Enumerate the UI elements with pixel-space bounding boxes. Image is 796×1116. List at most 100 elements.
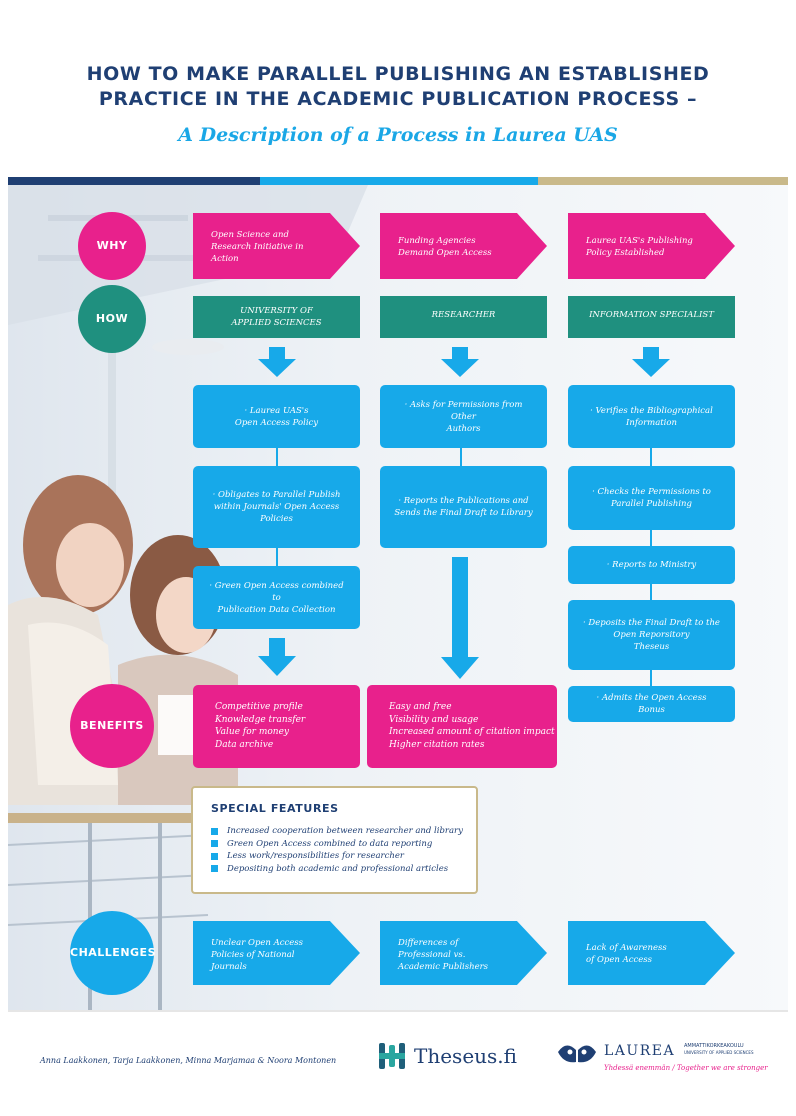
laurea-tagline: Yhdessä enemmän / Together we are strong… xyxy=(604,1064,768,1072)
why-circle: WHY xyxy=(78,212,146,280)
benefits-university: Competitive profile Knowledge transfer V… xyxy=(193,685,360,768)
connector-line xyxy=(650,530,652,546)
why-3-line-1: Laurea UAS's Publishing xyxy=(586,236,693,246)
theseus-logo: Theseus.fi xyxy=(376,1040,517,1072)
poster-subtitle: A Description of a Process in Laurea UAS xyxy=(178,124,618,146)
special-feature-text: Less work/responsibilities for researche… xyxy=(227,851,404,861)
benefit-1-line-3: Value for money xyxy=(215,727,289,737)
down-arrow-icon xyxy=(632,347,670,377)
benefit-2-line-3: Increased amount of citation impact xyxy=(389,727,555,737)
specialist-reports-ministry: · Reports to Ministry xyxy=(568,546,735,584)
connector-line xyxy=(650,670,652,686)
why-laurea-policy: Laurea UAS's Publishing Policy Establish… xyxy=(568,213,735,279)
laurea-logo: LAUREA AMMATTIKORKEAKOULU UNIVERSITY OF … xyxy=(556,1040,768,1076)
laurea-sub-1: AMMATTIKORKEAKOULU xyxy=(684,1043,744,1049)
col3-1-line-2: Information xyxy=(625,417,677,428)
laurea-mark-icon xyxy=(558,1045,596,1063)
col2-1-line-1: · Asks for Permissions from Other xyxy=(404,399,523,422)
col1-2-line-2: within Journals' Open Access xyxy=(213,502,340,512)
title-line-2: PRACTICE IN THE ACADEMIC PUBLICATION PRO… xyxy=(98,88,698,110)
challenge-1-line-3: Journals xyxy=(211,962,247,972)
how-1-line-2: APPLIED SCIENCES xyxy=(231,318,322,328)
col1-1-line-1: · Laurea UAS's xyxy=(244,405,309,416)
challenge-1-line-1: Unclear Open Access xyxy=(211,938,304,948)
special-feature-item: Depositing both academic and professiona… xyxy=(211,863,476,876)
challenge-2-line-1: Differences of xyxy=(398,938,459,948)
col2-1-line-2: Authors xyxy=(446,423,481,434)
long-down-arrow-icon xyxy=(441,557,479,679)
laurea-sub-2: UNIVERSITY OF APPLIED SCIENCES xyxy=(684,1050,754,1055)
authors: Anna Laakkonen, Tarja Laakkonen, Minna M… xyxy=(40,1056,337,1065)
special-feature-item: Increased cooperation between researcher… xyxy=(211,825,476,838)
benefits-researcher: Easy and free Visibility and usage Incre… xyxy=(367,685,557,768)
stripe-blue xyxy=(260,177,538,185)
bullet-square-icon xyxy=(211,852,218,860)
col2-2-line-2: Sends the Final Draft to Library xyxy=(394,508,533,518)
col3-2-line-1: · Checks the Permissions to xyxy=(592,487,711,497)
special-feature-item: Green Open Access combined to data repor… xyxy=(211,838,476,851)
specialist-admits-bonus: · Admits the Open Access Bonus xyxy=(568,686,735,722)
how-2-line-1: RESEARCHER xyxy=(431,310,496,320)
connector-line xyxy=(650,448,652,468)
col1-3-line-1: · Green Open Access combined to xyxy=(209,580,344,603)
why-3-line-2: Policy Established xyxy=(586,248,665,258)
col3-3-line-1: · Reports to Ministry xyxy=(606,560,697,570)
why-2-line-2: Demand Open Access xyxy=(398,248,492,258)
connector-line xyxy=(460,448,462,468)
bullet-square-icon xyxy=(211,865,218,873)
col3-4-line-1: · Deposits the Final Draft to the xyxy=(583,618,720,628)
col3-4-line-2: Open Reporsitory xyxy=(613,630,690,640)
why-1-line-2: Research Initiative in xyxy=(211,242,304,252)
down-arrow-icon xyxy=(258,347,296,377)
challenge-lack-of-awareness: Lack of Awareness of Open Access xyxy=(568,921,735,985)
special-features-panel: SPECIAL FEATURES Increased cooperation b… xyxy=(191,786,478,894)
col3-5-line-1: · Admits the Open Access Bonus xyxy=(596,693,707,715)
why-1-line-1: Open Science and xyxy=(211,230,289,240)
special-feature-text: Green Open Access combined to data repor… xyxy=(227,838,433,849)
theseus-mark-icon xyxy=(379,1043,405,1069)
how-information-specialist: INFORMATION SPECIALIST xyxy=(568,296,735,338)
special-features-title: SPECIAL FEATURES xyxy=(211,802,339,815)
why-2-line-1: Funding Agencies xyxy=(398,236,476,246)
challenge-3-line-2: of Open Access xyxy=(586,955,652,965)
challenge-unclear-policies: Unclear Open Access Policies of National… xyxy=(193,921,360,985)
why-funding-agencies: Funding Agencies Demand Open Access xyxy=(380,213,547,279)
stripe-gold xyxy=(538,177,788,185)
why-open-science: Open Science and Research Initiative in … xyxy=(193,213,360,279)
why-1-line-3: Action xyxy=(211,254,239,264)
connector-line xyxy=(650,584,652,600)
special-feature-text: Depositing both academic and professiona… xyxy=(227,863,449,874)
col3-1-line-1: · Verifies the Bibliographical xyxy=(590,405,713,416)
challenge-1-line-2: Policies of National xyxy=(211,950,295,960)
down-arrow-icon xyxy=(441,347,479,377)
stripe-navy xyxy=(8,177,260,185)
benefit-1-line-1: Competitive profile xyxy=(215,702,303,712)
bullet-square-icon xyxy=(211,827,218,835)
challenge-3-line-1: Lack of Awareness xyxy=(586,943,667,953)
benefit-1-line-2: Knowledge transfer xyxy=(215,714,306,725)
poster-title: HOW TO MAKE PARALLEL PUBLISHING AN ESTAB… xyxy=(40,62,756,112)
benefit-2-line-4: Higher citation rates xyxy=(389,739,485,750)
how-researcher: RESEARCHER xyxy=(380,296,547,338)
bullet-square-icon xyxy=(211,840,218,848)
col3-4-line-3: Theseus xyxy=(633,642,670,652)
col1-1-line-2: Open Access Policy xyxy=(234,417,319,428)
theseus-wordmark: Theseus.fi xyxy=(414,1044,517,1068)
laurea-wordmark: LAUREA xyxy=(604,1043,676,1059)
how-3-line-1: INFORMATION SPECIALIST xyxy=(589,310,714,320)
how-circle: HOW xyxy=(78,285,146,353)
benefit-2-line-2: Visibility and usage xyxy=(389,714,479,725)
connector-line xyxy=(276,448,278,468)
benefits-circle: BENEFITS xyxy=(70,684,154,768)
benefit-2-line-1: Easy and free xyxy=(389,702,452,712)
connector-line xyxy=(276,548,278,566)
how-1-line-1: UNIVERSITY OF xyxy=(240,306,313,316)
challenge-publisher-differences: Differences of Professional vs. Academic… xyxy=(380,921,547,985)
benefit-1-line-4: Data archive xyxy=(215,739,274,750)
